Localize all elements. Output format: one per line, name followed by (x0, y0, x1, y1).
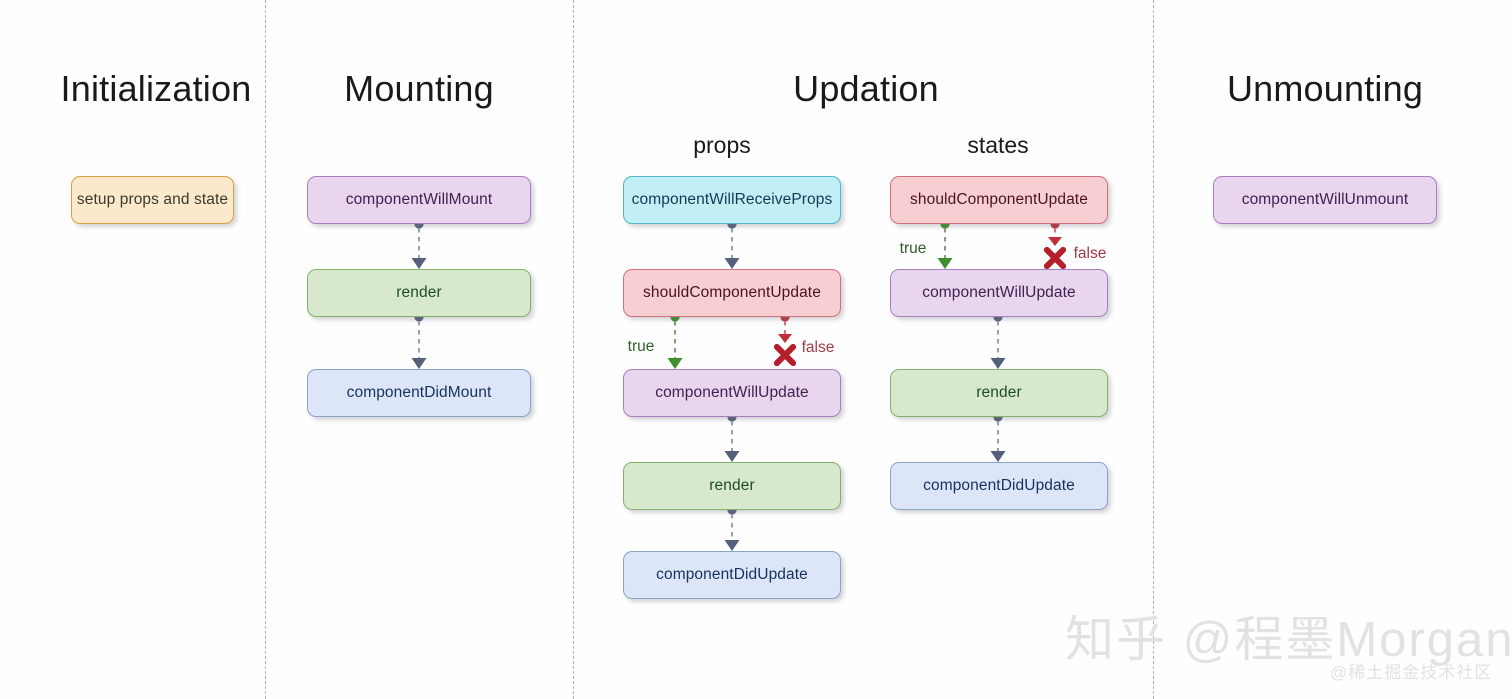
connector-p-3 (755, 291, 815, 369)
lifecycle-node-p-component-will-update: componentWillUpdate (623, 369, 841, 417)
lifecycle-node-m-component-did-mount: componentDidMount (307, 369, 531, 417)
branch-label-p-true: true (627, 338, 655, 355)
phase-title-initialization: Initialization (60, 68, 252, 109)
column-divider-2 (1153, 0, 1154, 699)
lifecycle-node-s-render: render (890, 369, 1108, 417)
lifecycle-node-label: componentWillUpdate (922, 284, 1076, 301)
lifecycle-node-u-component-will-unmount: componentWillUnmount (1213, 176, 1437, 224)
column-divider-0 (265, 0, 266, 699)
sub-column-title-states: states (967, 132, 1029, 158)
lifecycle-node-label: shouldComponentUpdate (910, 191, 1088, 208)
lifecycle-node-label: componentWillMount (345, 191, 493, 208)
lifecycle-node-label: render (709, 477, 755, 494)
branch-label-s-true: true (899, 240, 927, 257)
lifecycle-node-s-component-will-update: componentWillUpdate (890, 269, 1108, 317)
lifecycle-node-label: componentDidMount (346, 384, 492, 401)
lifecycle-node-label: render (976, 384, 1022, 401)
watermark-sub: @稀土掘金技术社区 (1330, 663, 1493, 682)
watermark-main: 知乎 @程墨Morgan (1065, 613, 1512, 667)
lifecycle-node-s-should-component-update: shouldComponentUpdate (890, 176, 1108, 224)
lifecycle-node-label: componentDidUpdate (923, 477, 1075, 494)
sub-column-title-props: props (693, 132, 751, 158)
lifecycle-node-label: componentWillUpdate (655, 384, 809, 401)
lifecycle-node-label: componentWillReceiveProps (631, 191, 833, 208)
lifecycle-node-label: setup props and state (76, 191, 229, 208)
lifecycle-node-p-component-did-update: componentDidUpdate (623, 551, 841, 599)
lifecycle-node-p-render: render (623, 462, 841, 510)
lifecycle-node-m-render: render (307, 269, 531, 317)
lifecycle-node-label: shouldComponentUpdate (643, 284, 821, 301)
phase-title-updation: Updation (793, 68, 939, 109)
phase-title-unmounting: Unmounting (1226, 68, 1424, 109)
lifecycle-node-m-component-will-mount: componentWillMount (307, 176, 531, 224)
lifecycle-node-label: render (396, 284, 442, 301)
lifecycle-node-label: componentWillUnmount (1241, 191, 1409, 208)
lifecycle-node-s-component-did-update: componentDidUpdate (890, 462, 1108, 510)
lifecycle-node-p-component-will-receive-props: componentWillReceiveProps (623, 176, 841, 224)
lifecycle-node-p-should-component-update: shouldComponentUpdate (623, 269, 841, 317)
branch-label-p-false: false (801, 339, 835, 356)
lifecycle-node-setup-props-and-state: setup props and state (71, 176, 234, 224)
column-divider-1 (573, 0, 574, 699)
lifecycle-node-label: componentDidUpdate (656, 566, 808, 583)
branch-label-s-false: false (1073, 245, 1107, 262)
phase-title-mounting: Mounting (344, 68, 494, 109)
